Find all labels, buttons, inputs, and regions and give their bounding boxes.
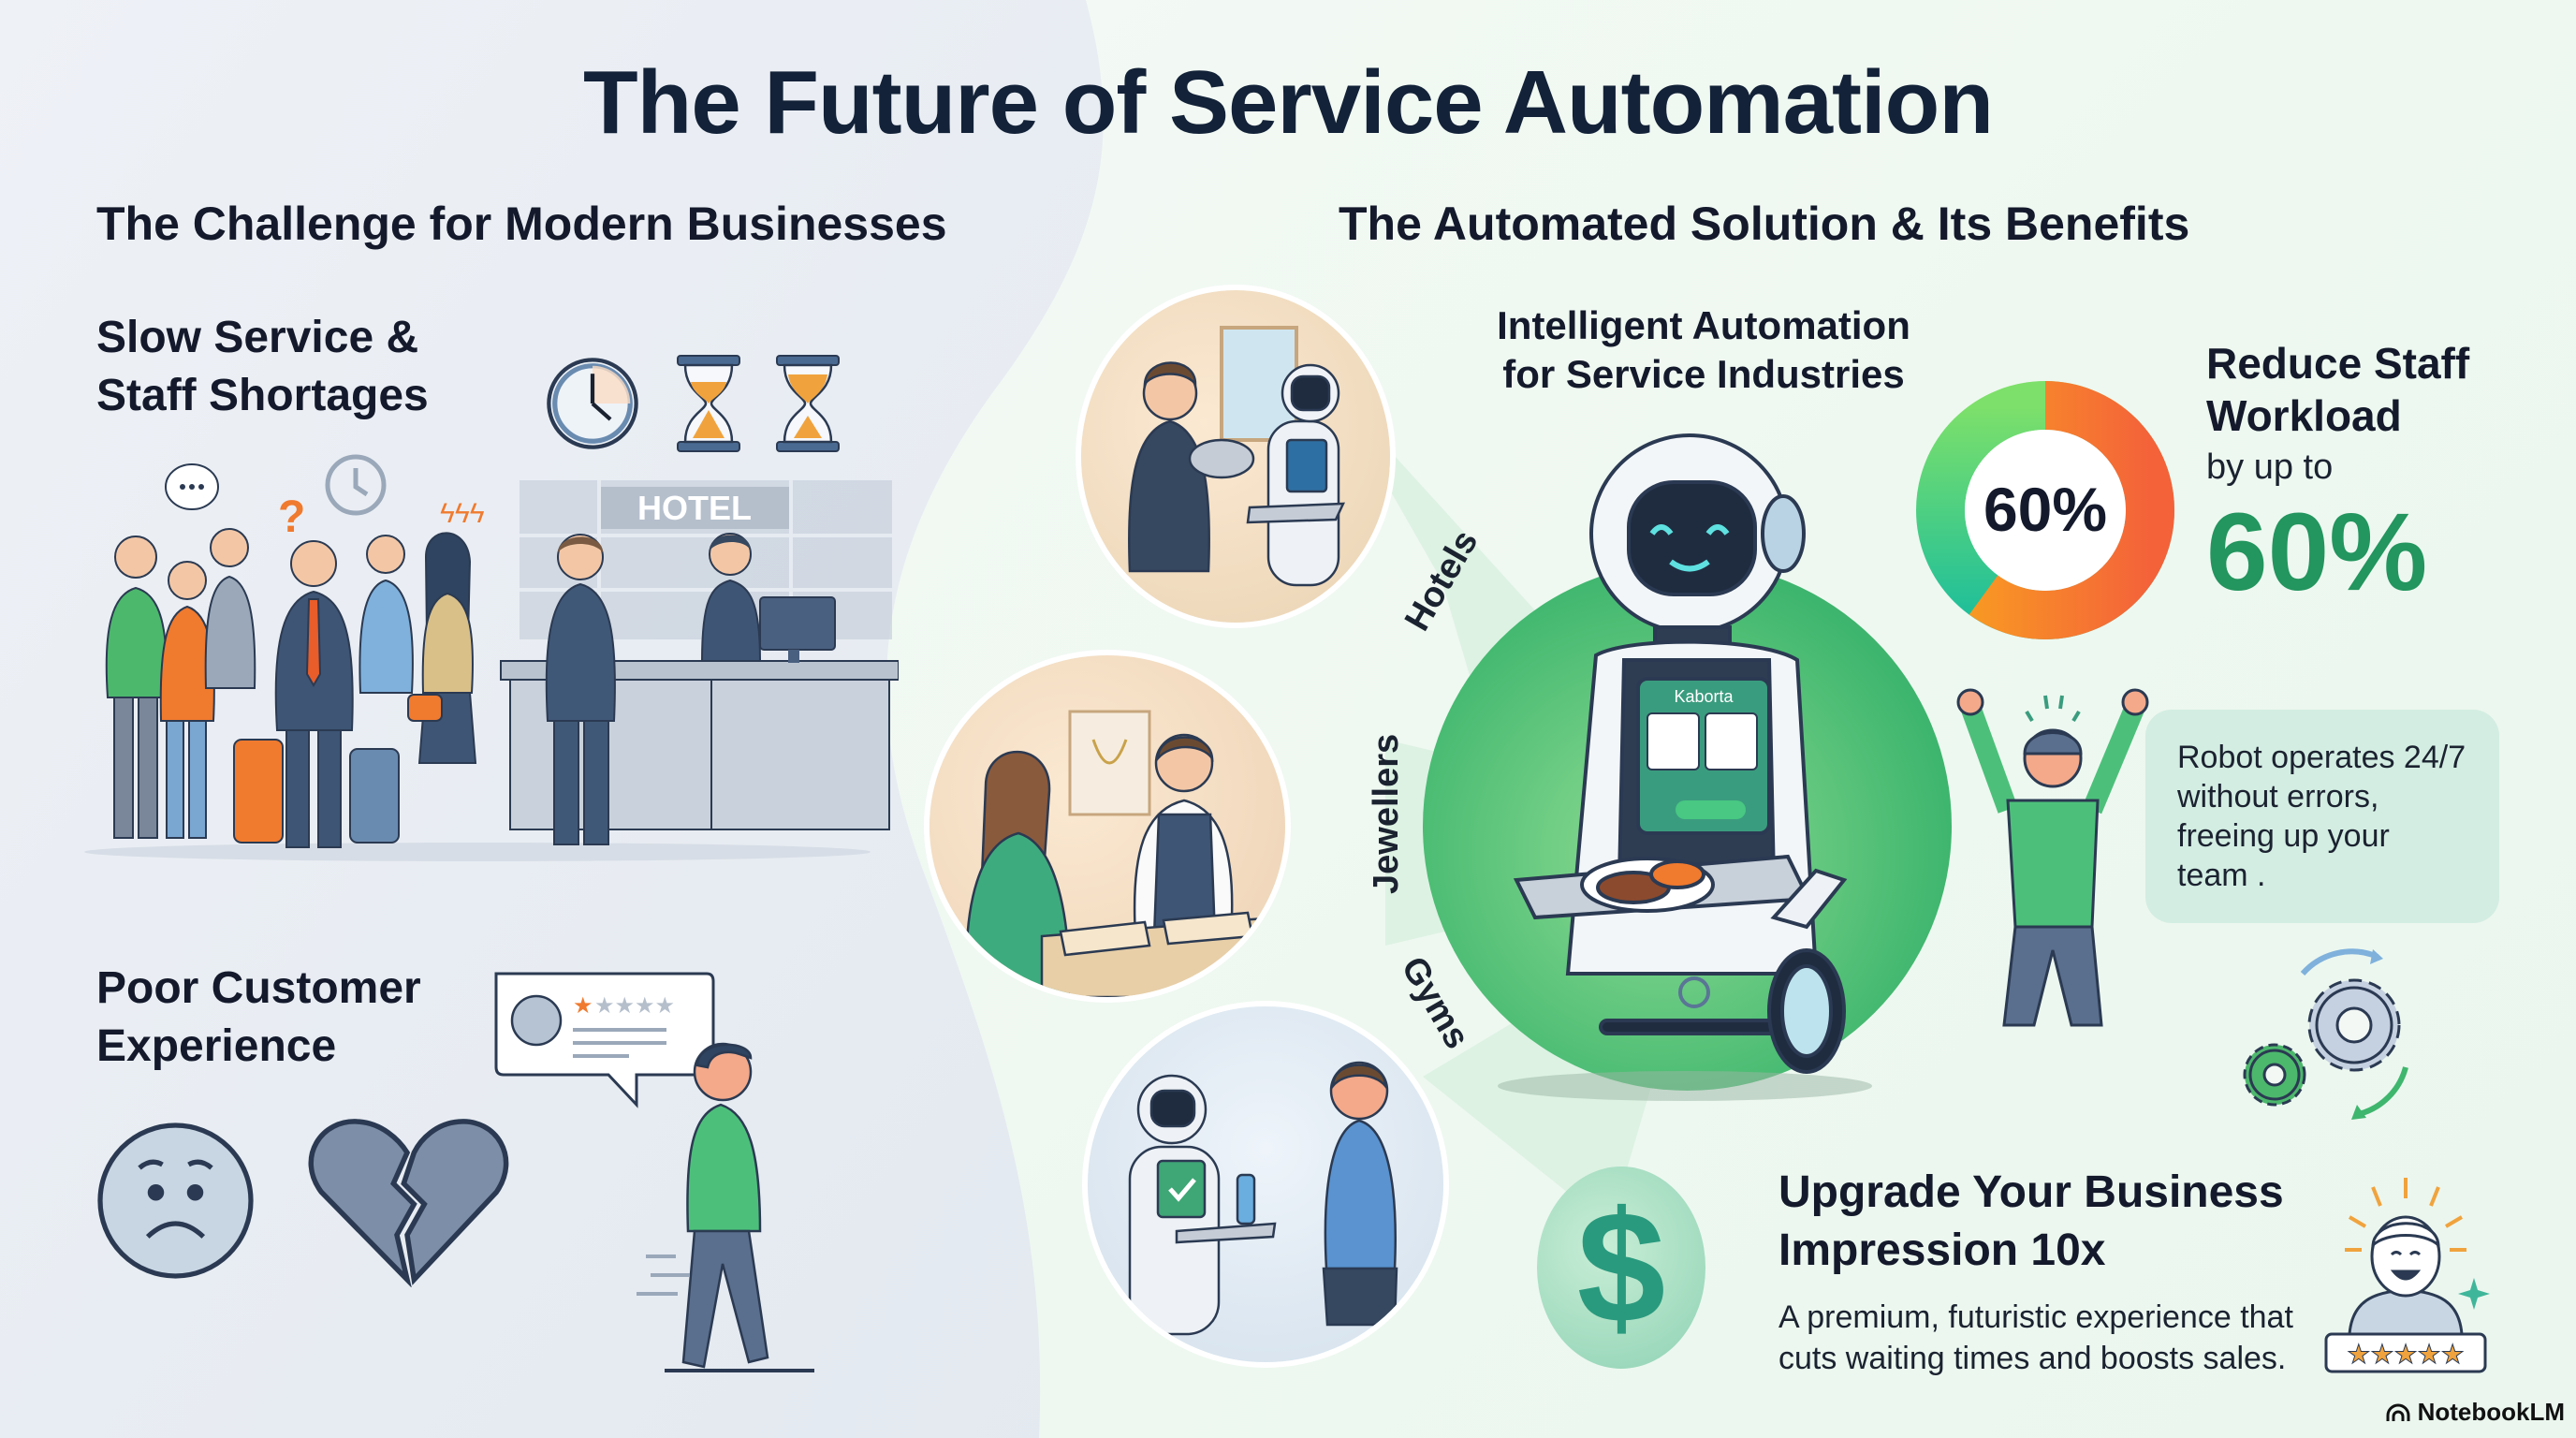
dollar-sign-icon: $ [1576, 1179, 1666, 1357]
problem-customer-experience-title: Poor Customer Experience [96, 960, 421, 1076]
brand-name: NotebookLM [2417, 1398, 2565, 1426]
heading-line: Intelligent Automation [1497, 303, 1910, 347]
star-filled-icon: ★ [573, 992, 593, 1019]
benefit-body-line: cuts waiting times and boosts sales. [1778, 1341, 2287, 1376]
hotel-sign: HOTEL [637, 489, 752, 527]
frustration-icon: ϟϟϟ [440, 498, 485, 529]
bubble-line: without errors, [2177, 779, 2379, 814]
sad-face-icon [97, 1123, 254, 1279]
notebooklm-logo-icon [2386, 1403, 2410, 1421]
hotel-queue-illustration: HOTEL [84, 454, 899, 861]
workload-donut-chart: 60% [1916, 381, 2174, 639]
title-line: Poor Customer [96, 963, 421, 1013]
gears-icon [2243, 948, 2408, 1120]
benefit-title-line: Workload [2206, 391, 2402, 440]
industry-label-jewellers: Jewellers [1367, 733, 1406, 894]
hotels-scene [1081, 290, 1390, 623]
benefit-title-line: Reduce Staff [2206, 339, 2470, 388]
happy-staff-illustration [1956, 688, 2149, 1027]
clock-icon [325, 454, 387, 516]
title-line: Staff Shortages [96, 371, 429, 420]
dollar-coin-icon: $ [1537, 1167, 1705, 1369]
solution-heading: The Automated Solution & Its Benefits [1339, 198, 2190, 250]
problem-slow-service-title: Slow Service & Staff Shortages [96, 309, 429, 425]
center-heading: Intelligent Automation for Service Indus… [1423, 301, 1984, 399]
title-line: Experience [96, 1021, 337, 1071]
availability-bubble: Robot operates 24/7 without errors, free… [2145, 710, 2499, 923]
hourglass-icon [776, 355, 840, 452]
bad-review-bubble: ★ ★★★★ [494, 972, 715, 1108]
benefit-value: 60% [2206, 491, 2428, 614]
clock-icon [547, 358, 638, 449]
donut-reduced-segment [1916, 381, 2174, 639]
bubble-line: freeing up your team . [2177, 818, 2390, 893]
happy-customer-rating-icon: ★★★★★ [2324, 1178, 2490, 1373]
benefit-impression: Upgrade Your Business Impression 10x A p… [1778, 1164, 2293, 1379]
notebooklm-brand: NotebookLM [2386, 1398, 2565, 1427]
five-star-rating-icon: ★★★★★ [2347, 1339, 2465, 1370]
page-title: The Future of Service Automation [583, 52, 1994, 153]
sparkle-icon [2458, 1278, 2490, 1310]
title-line: Slow Service & [96, 313, 419, 362]
challenge-heading: The Challenge for Modern Businesses [96, 198, 947, 250]
walking-away-customer-illustration: ★ ★★★★ [494, 972, 814, 1372]
question-mark-icon: ? [278, 492, 305, 542]
heading-line: for Service Industries [1502, 352, 1905, 396]
donut-center-label: 60% [1983, 475, 2107, 544]
jewellers-illustration [965, 710, 1278, 997]
robot-screen-label: Kaborta [1674, 687, 1734, 706]
gyms-scene [1088, 1006, 1443, 1362]
speech-bubble-icon [165, 463, 219, 510]
gym-robot-illustration [1128, 1061, 1398, 1336]
benefit-workload: Reduce Staff Workload by up to 60% [2206, 337, 2469, 608]
service-robot-illustration: Kaborta [1498, 433, 1872, 1101]
benefit-body-line: A premium, futuristic experience that [1778, 1299, 2293, 1335]
broken-heart-icon [308, 1119, 509, 1287]
star-empty-icon: ★★★★ [594, 992, 675, 1019]
jewellers-scene [929, 655, 1285, 997]
hotel-robot-illustration [1128, 326, 1346, 587]
benefit-title-line: Impression 10x [1778, 1225, 2106, 1275]
benefit-title-line: Upgrade Your Business [1778, 1167, 2284, 1217]
benefit-subtitle: by up to [2206, 448, 2334, 487]
bubble-line: Robot operates 24/7 [2177, 740, 2466, 775]
hourglass-icon [677, 355, 740, 452]
